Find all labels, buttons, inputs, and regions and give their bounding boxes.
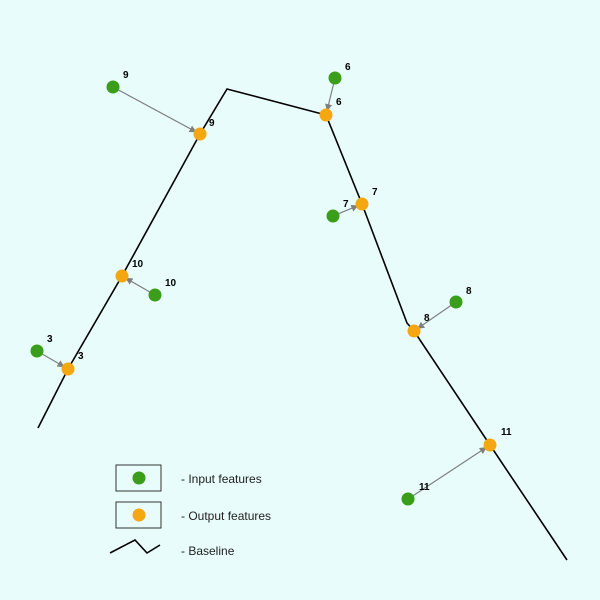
displacement-arrow-9 [117,89,197,133]
connector-group [41,83,487,497]
input-feature-label-3: 3 [47,334,53,345]
output-feature-3 [61,362,75,376]
legend-input-swatch [132,471,146,485]
displacement-arrow-6 [325,83,335,112]
displacement-arrow-11 [412,447,487,497]
output-feature-10 [115,269,129,283]
output-feature-label-3: 3 [78,351,84,362]
displacement-arrow-8 [417,304,452,329]
output-feature-label-7: 7 [372,187,378,198]
output-feature-9 [193,127,207,141]
legend-baseline-label: - Baseline [181,544,235,558]
displacement-arrow-3 [41,353,65,368]
input-feature-3 [30,344,44,358]
legend-baseline-swatch [109,539,161,555]
output-feature-6 [319,108,333,122]
input-feature-label-9: 9 [123,70,129,81]
input-feature-11 [401,492,415,506]
output-feature-label-11: 11 [501,427,512,438]
output-feature-11 [483,438,497,452]
output-feature-label-10: 10 [132,259,144,270]
input-feature-label-7: 7 [343,199,349,210]
baseline-left [37,88,327,429]
input-feature-label-10: 10 [165,278,177,289]
input-feature-7 [326,209,340,223]
input-feature-10 [148,288,162,302]
input-feature-label-6: 6 [345,62,351,73]
displacement-arrow-10 [125,277,151,293]
input-feature-label-8: 8 [466,286,472,297]
feature-labels-group: 9 9 6 6 7 7 10 10 8 8 3 3 11 11 [47,62,512,493]
input-features-group [30,71,463,506]
input-feature-6 [328,71,342,85]
output-feature-label-6: 6 [336,97,342,108]
baseline-right [325,114,568,561]
legend-output-swatch-box [115,501,162,529]
legend-input-swatch-box [115,464,162,492]
legend-output-label: - Output features [181,509,271,523]
output-feature-label-8: 8 [424,313,430,324]
input-feature-9 [106,80,120,94]
output-feature-7 [355,197,369,211]
legend-output-swatch [132,508,146,522]
output-feature-label-9: 9 [209,118,215,129]
output-features-group [61,108,497,452]
input-feature-label-11: 11 [419,482,430,493]
displacement-arrow-7 [338,204,359,215]
legend-input-label: - Input features [181,472,262,486]
legend: - Input features - Output features - Bas… [109,464,271,558]
output-feature-8 [407,324,421,338]
input-feature-8 [449,295,463,309]
